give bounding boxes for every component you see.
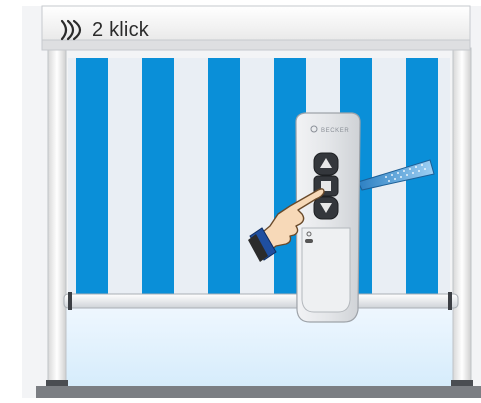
remote-brand-label: BECKER bbox=[321, 128, 349, 134]
right-post bbox=[453, 48, 471, 384]
window-floor-area bbox=[48, 300, 458, 386]
left-post bbox=[48, 48, 66, 384]
remote-button-down[interactable] bbox=[314, 197, 338, 219]
right-post-foot bbox=[451, 380, 473, 386]
remote-button-up[interactable] bbox=[314, 153, 338, 175]
awning-bottom-bar bbox=[64, 294, 458, 308]
left-post-foot bbox=[46, 380, 68, 386]
caption: 2 klick bbox=[58, 16, 149, 44]
caption-text: 2 klick bbox=[92, 20, 149, 40]
radio-signal-icon bbox=[58, 17, 88, 43]
ground-line bbox=[36, 386, 481, 398]
